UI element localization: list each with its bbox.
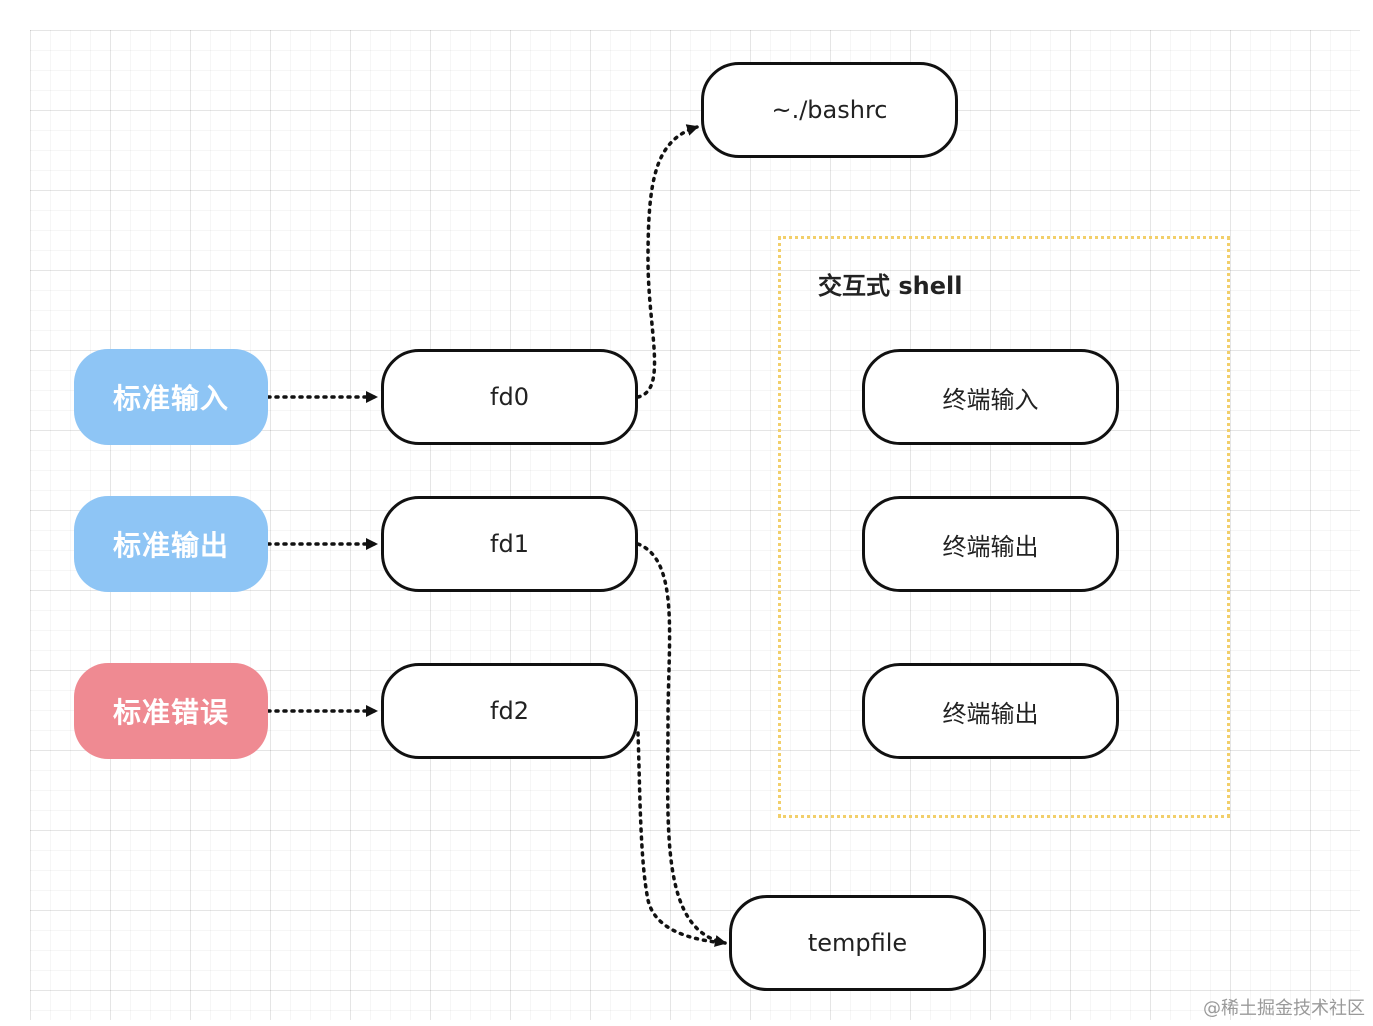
fd2-node: fd2	[381, 663, 638, 759]
tempfile-node: tempfile	[729, 895, 986, 991]
edge-fd1-tempfile	[636, 542, 727, 947]
stdout-node: 标准输出	[74, 496, 268, 592]
stderr-node: 标准错误	[74, 663, 268, 759]
terminal-output-node-2: 终端输出	[862, 663, 1119, 759]
bashrc-node: ~./bashrc	[701, 62, 958, 158]
interactive-shell-container	[778, 236, 1230, 818]
terminal-input-node: 终端输入	[862, 349, 1119, 445]
shell-title: 交互式 shell	[818, 272, 963, 300]
terminal-output-node: 终端输出	[862, 496, 1119, 592]
watermark: @稀土掘金技术社区	[1203, 998, 1365, 1019]
fd1-node: fd1	[381, 496, 638, 592]
stdin-node: 标准输入	[74, 349, 268, 445]
fd0-node: fd0	[381, 349, 638, 445]
edge-fd2-tempfile	[636, 731, 727, 945]
edge-fd0-bashrc	[636, 124, 699, 399]
